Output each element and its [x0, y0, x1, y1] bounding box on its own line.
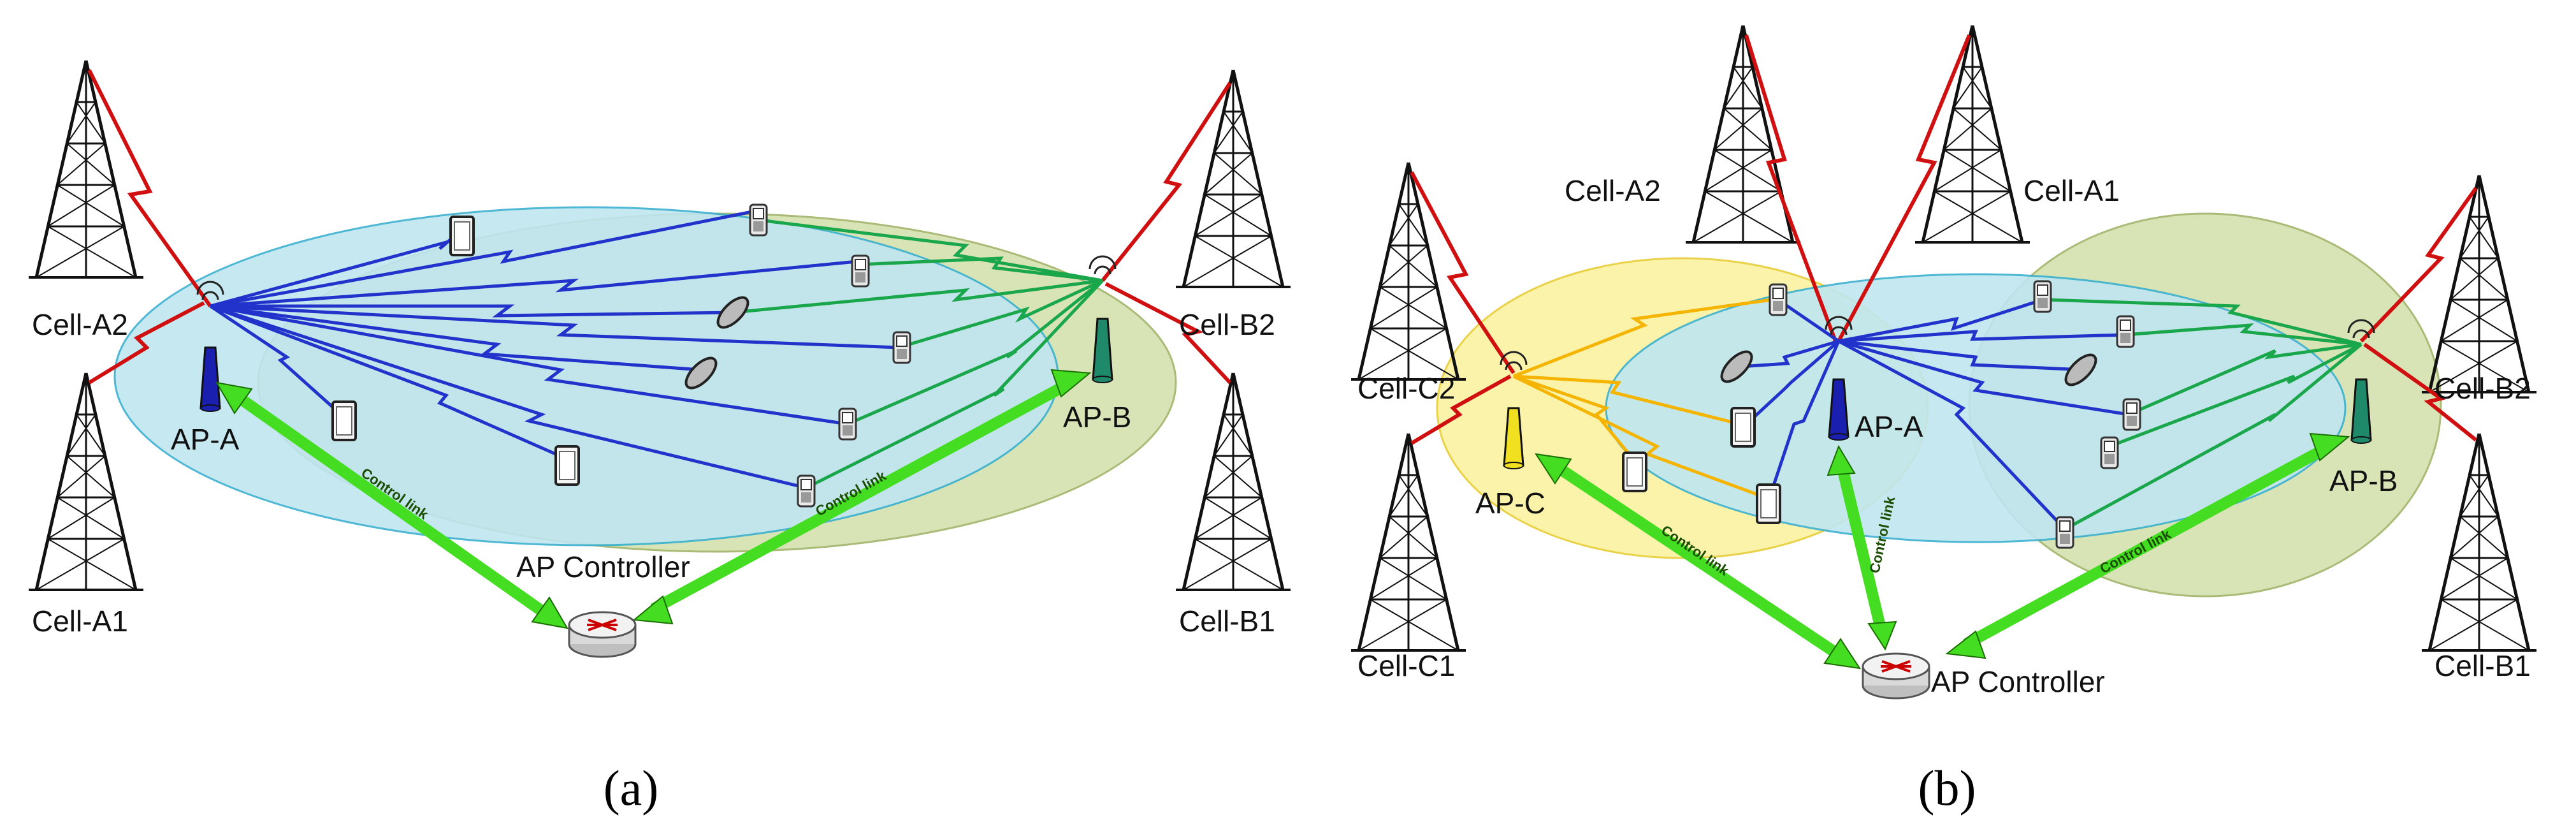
cell-tower-b2 [2422, 175, 2536, 392]
phone-icon [2122, 398, 2141, 431]
control-links: Control link Control link [215, 369, 1092, 629]
phone-icon [797, 474, 816, 508]
cell-tower-c1 [1351, 434, 1466, 650]
tablet-icon [449, 216, 475, 256]
ap-a-device [1825, 316, 1853, 441]
cell-label: Cell-B2 [2435, 372, 2531, 405]
cell-label: Cell-B2 [1179, 308, 1275, 341]
tablet-icon [1756, 483, 1781, 524]
router-icon [568, 611, 637, 658]
tablet-icon [331, 400, 357, 441]
ap-b-links [732, 218, 1104, 490]
phone-icon [2033, 280, 2052, 313]
phone-icon [2100, 436, 2119, 469]
ap-c-device [1500, 351, 1528, 469]
phone-icon [1769, 283, 1788, 316]
cell-label: Cell-A1 [2023, 174, 2120, 207]
cell-tower-b1 [2422, 434, 2536, 650]
phone-icon [838, 407, 857, 441]
ap-b-device [1089, 255, 1117, 383]
cell-label: Cell-B1 [1179, 605, 1275, 638]
cell-tower-b1 [1176, 373, 1291, 590]
cell-label: Cell-A2 [32, 308, 128, 341]
ap-label: AP-B [1063, 400, 1131, 434]
ap-c-links [1512, 298, 1772, 499]
ap-b-links [2045, 298, 2363, 531]
ap-b-device [2347, 319, 2375, 444]
cell-label: Cell-B1 [2435, 649, 2531, 682]
phone-icon [2116, 315, 2135, 348]
phone-icon [892, 331, 911, 364]
panel-caption: (b) [1918, 760, 1976, 816]
coverage-ap-a [113, 206, 1059, 547]
tablet-icon [1622, 451, 1647, 492]
panel-b: Control link Control link Control link C… [1351, 26, 2536, 816]
cell-tower-a2 [29, 61, 143, 277]
tablet-icon [554, 445, 580, 486]
cell-label: Cell-A2 [1565, 174, 1661, 207]
panel-caption: (a) [604, 760, 659, 816]
cell-tower-a1 [1915, 26, 2030, 242]
cell-label: Cell-A1 [32, 605, 128, 638]
ap-a-device [196, 281, 224, 412]
phone-icon [749, 203, 768, 237]
ap-label: AP-B [2329, 464, 2398, 497]
phone-icon [851, 254, 870, 288]
ap-label: AP-C [1475, 487, 1545, 520]
cell-tower-b2 [1176, 70, 1291, 287]
phone-icon [2055, 516, 2074, 549]
router-icon [1862, 652, 1930, 700]
cell-tower-a2 [1686, 26, 1800, 242]
cell-links [87, 69, 1232, 385]
ap-a-links [1739, 298, 2129, 531]
cell-tower-c2 [1351, 163, 1466, 379]
panel-a: Control link Control link Cell-A2 Cell-A… [29, 61, 1291, 816]
ap-a-links [209, 209, 899, 490]
cell-label: Cell-C1 [1357, 649, 1455, 682]
controller-label: AP Controller [516, 550, 690, 583]
ap-label: AP-A [171, 423, 240, 456]
cell-label: Cell-C2 [1357, 372, 1455, 405]
controller-label: AP Controller [1931, 665, 2105, 698]
ap-label: AP-A [1855, 410, 1923, 443]
tablet-icon [1730, 407, 1756, 448]
cell-links [1410, 34, 2478, 445]
